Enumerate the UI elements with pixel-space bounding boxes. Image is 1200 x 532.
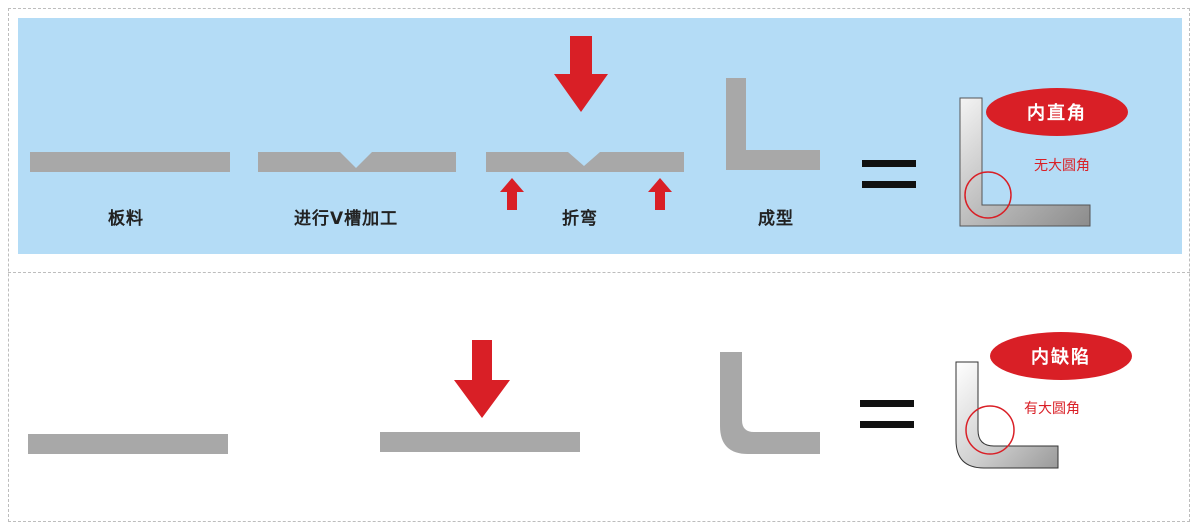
label-formed: 成型 (758, 209, 794, 229)
bending-sheet-bottom (380, 432, 580, 452)
rounded-corner-highlight-circle (965, 405, 1015, 455)
formed-l-sharp (726, 78, 820, 170)
support-up-arrow-left-icon (500, 178, 524, 210)
section-divider (8, 272, 1190, 273)
badge-inner-right-angle: 内直角 (986, 88, 1128, 136)
formed-l-rounded (720, 352, 820, 454)
press-down-arrow-icon (554, 36, 608, 112)
equals-sign-top-bar1 (862, 160, 916, 167)
badge-inner-defect: 内缺陷 (990, 332, 1132, 380)
equals-sign-bottom-bar1 (860, 400, 914, 407)
press-down-arrow-bottom-icon (454, 340, 510, 418)
outer-dashed-frame (8, 8, 1190, 522)
note-no-large-radius: 无大圆角 (1034, 158, 1090, 174)
v-grooved-sheet (258, 152, 456, 172)
equals-sign-bottom-bar2 (860, 421, 914, 428)
support-up-arrow-right-icon (648, 178, 672, 210)
label-v-groove: 进行V槽加工 (294, 209, 399, 229)
bending-sheet (486, 152, 684, 172)
label-bend: 折弯 (562, 209, 598, 229)
note-large-radius: 有大圆角 (1024, 401, 1080, 417)
inner-corner-highlight-circle (964, 171, 1012, 219)
flat-sheet-bottom (28, 434, 228, 454)
equals-sign-top-bar2 (862, 181, 916, 188)
result-l-rounded-inner-corner (955, 361, 1059, 469)
label-sheet: 板料 (108, 209, 144, 229)
flat-sheet-top (30, 152, 230, 172)
